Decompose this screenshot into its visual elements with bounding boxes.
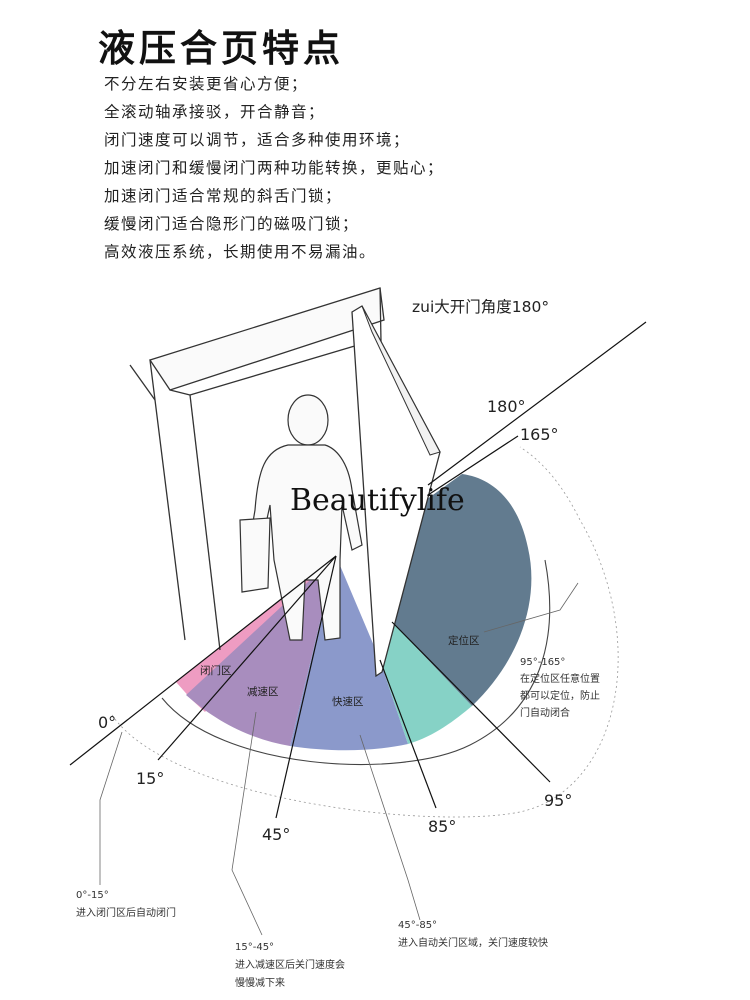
note-fast-text: 进入自动关门区域，关门速度较快 xyxy=(398,936,548,949)
line-95deg xyxy=(391,621,551,783)
line-165deg xyxy=(427,435,519,496)
note-position-line3: 门自动闭合 xyxy=(520,706,570,719)
zone-fast-sector xyxy=(290,556,408,751)
watermark-text: Beautifylife xyxy=(290,483,465,518)
page-title: 液压合页特点 xyxy=(98,27,344,70)
inner-arc xyxy=(161,559,551,766)
note-leaders xyxy=(99,582,579,936)
feature-list: 不分左右安装更省心方便； 全滚动轴承接驳，开合静音； 闭门速度可以调节，适合多种… xyxy=(104,70,444,266)
angle-label-45: 45° xyxy=(262,825,290,844)
note-slow-line1: 进入减速区后关门速度会 xyxy=(235,958,345,971)
note-position-line2: 都可以定位，防止 xyxy=(520,689,600,702)
zone-position-sector xyxy=(392,474,532,706)
line-180deg xyxy=(427,321,647,486)
note-close-text: 进入闭门区后自动闭门 xyxy=(76,906,176,919)
door-leaf xyxy=(351,305,441,678)
line-85deg xyxy=(379,659,437,809)
feature-item: 缓慢闭门适合隐形门的磁吸门锁； xyxy=(104,215,360,233)
angle-label-15: 15° xyxy=(136,769,164,788)
angle-label-85: 85° xyxy=(428,817,456,836)
dashed-outer-arc xyxy=(111,446,619,818)
line-0deg xyxy=(69,555,337,766)
note-fast-range: 45°-85° xyxy=(398,920,437,931)
angle-lines xyxy=(69,321,647,819)
angle-label-95: 95° xyxy=(544,791,572,810)
feature-item: 全滚动轴承接驳，开合静音； xyxy=(104,103,326,121)
zone-label-close: 闭门区 xyxy=(200,664,232,677)
line-15deg xyxy=(157,555,337,761)
zone-label-fast: 快速区 xyxy=(332,696,364,708)
note-position-line1: 在定位区任意位置 xyxy=(520,672,600,685)
note-slow-line2: 慢慢减下来 xyxy=(235,977,285,989)
angle-label-180: 180° xyxy=(487,397,526,416)
zone-label-position: 定位区 xyxy=(448,634,480,647)
angle-label-0: 0° xyxy=(98,713,116,732)
max-angle-label: zui大开门角度180° xyxy=(412,298,549,316)
zone-teal-sector xyxy=(380,622,472,744)
angle-label-165: 165° xyxy=(520,425,559,444)
feature-item: 加速闭门和缓慢闭门两种功能转换，更贴心； xyxy=(104,159,445,177)
note-close-range: 0°-15° xyxy=(76,890,109,901)
zone-label-slow: 减速区 xyxy=(247,686,279,698)
feature-item: 加速闭门适合常规的斜舌门锁； xyxy=(104,187,343,205)
note-position-range: 95°-165° xyxy=(520,657,565,668)
feature-item: 不分左右安装更省心方便； xyxy=(104,75,309,93)
note-slow-range: 15°-45° xyxy=(235,942,274,953)
person-figure xyxy=(239,394,363,641)
line-45deg xyxy=(275,555,337,819)
feature-item: 闭门速度可以调节，适合多种使用环境； xyxy=(104,131,411,149)
feature-item: 高效液压系统，长期使用不易漏油。 xyxy=(104,243,377,261)
